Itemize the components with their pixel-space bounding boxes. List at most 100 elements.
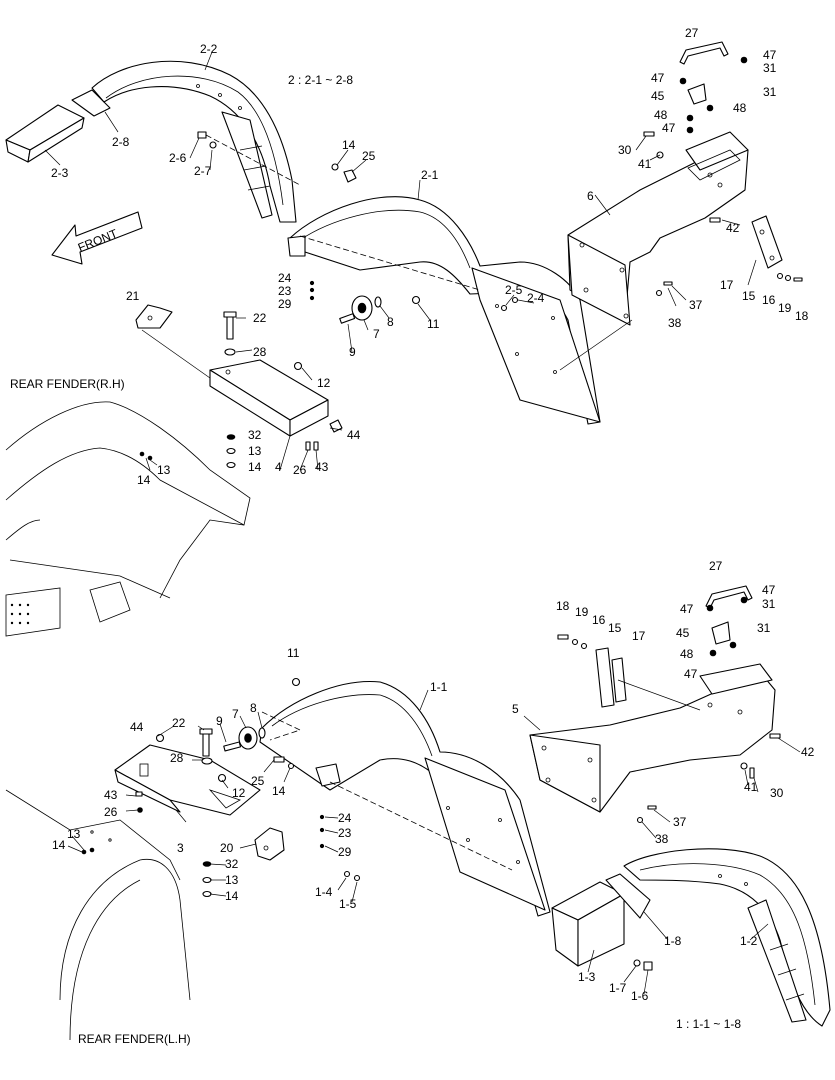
rh-title: REAR FENDER(R.H) [10, 377, 125, 391]
label-12: 12 [317, 376, 331, 390]
label-48-b: 48 [733, 101, 747, 115]
label-14-top: 14 [342, 138, 356, 152]
bolt-9-lh [223, 741, 242, 752]
washer-23 [309, 287, 315, 293]
label-11: 11 [427, 317, 440, 331]
label-lh-47-a: 47 [762, 583, 776, 597]
label-2-7: 2-7 [194, 164, 212, 178]
label-22: 22 [253, 311, 267, 325]
nut-47-lh-c [729, 641, 737, 649]
bolt-14-stack [226, 461, 236, 469]
label-29: 29 [278, 297, 292, 311]
label-lh-23: 23 [338, 826, 352, 840]
plug-44-lh [155, 733, 165, 743]
bolt-26 [305, 441, 311, 451]
block-15 [595, 647, 615, 708]
washer-48-b [706, 104, 714, 112]
nut-47-a [740, 56, 748, 64]
label-1-2: 1-2 [740, 934, 758, 948]
washer-16 [776, 272, 784, 280]
bolt-12 [293, 361, 303, 371]
washer-38 [655, 289, 663, 297]
label-7: 7 [373, 327, 380, 341]
label-30: 30 [618, 143, 632, 157]
rh-labels: 2-2 2-8 2-3 2-6 2-7 2 : 2-1 ~ 2-8 14 25 … [10, 26, 809, 487]
label-lh-19: 19 [575, 605, 589, 619]
label-25: 25 [362, 149, 376, 163]
nut-11 [411, 295, 421, 305]
tractor-body-rh [5, 401, 251, 637]
nut-14-top [331, 163, 339, 171]
part-2-2-extension [91, 60, 297, 223]
label-lh-44: 44 [130, 720, 144, 734]
label-26: 26 [293, 463, 307, 477]
label-lh-13-a: 13 [67, 827, 81, 841]
rh-assembly: FRONT [5, 41, 803, 637]
label-lh-11: 11 [287, 646, 300, 660]
lh-assembly [5, 585, 831, 1041]
label-lh-14-a: 14 [272, 784, 286, 798]
bolt-30-lh [749, 767, 755, 779]
bolt-42-lh [769, 733, 781, 739]
bolt-43-lh [135, 791, 143, 797]
label-lh-30: 30 [770, 786, 784, 800]
bolt-22-lh [199, 728, 213, 757]
part-5-mount-bracket [529, 663, 776, 813]
part-3-support [114, 744, 261, 816]
label-2-5: 2-5 [505, 283, 523, 297]
bolt-37-lh [647, 805, 657, 810]
label-6: 6 [587, 189, 594, 203]
label-28: 28 [253, 345, 267, 359]
part-2-3-cover [5, 104, 85, 163]
washer-2-7 [209, 141, 217, 149]
label-18: 18 [795, 309, 809, 323]
tractor-body-lh [5, 789, 191, 1041]
bolt-24 [309, 280, 315, 286]
roller-7 [351, 295, 373, 321]
label-lh-5: 5 [512, 702, 519, 716]
label-lh-20: 20 [220, 841, 234, 855]
part-1-1-main-fender [259, 680, 551, 917]
bolt-37 [663, 281, 673, 286]
label-48-a: 48 [654, 108, 668, 122]
nut-43 [313, 441, 319, 451]
label-31-a: 31 [763, 61, 777, 75]
nut-47-b [679, 77, 687, 85]
label-lh-7: 7 [232, 707, 239, 721]
label-lh-41: 41 [744, 780, 758, 794]
lh-labels: 27 47 31 47 45 31 48 47 18 19 16 15 17 1… [52, 559, 815, 1046]
label-1-4: 1-4 [315, 885, 333, 899]
label-23: 23 [278, 284, 292, 298]
label-37: 37 [689, 298, 703, 312]
washer-28 [224, 348, 236, 356]
label-lh-25: 25 [251, 774, 265, 788]
label-42: 42 [726, 221, 740, 235]
rh-range-caption: 2 : 2-1 ~ 2-8 [288, 73, 353, 87]
label-lh-31-b: 31 [757, 621, 771, 635]
part-2-8-strip [71, 89, 111, 117]
label-43: 43 [315, 460, 329, 474]
part-1-3-cover [551, 881, 625, 967]
label-lh-38: 38 [655, 832, 669, 846]
lh-range-caption: 1 : 1-1 ~ 1-8 [676, 1017, 741, 1031]
washer-1-5 [353, 874, 361, 882]
washer-13-stack [226, 447, 236, 455]
nut-1-4 [343, 870, 351, 878]
label-lh-27: 27 [709, 559, 723, 573]
washer-13-lh [202, 876, 212, 884]
label-2-8: 2-8 [112, 135, 130, 149]
label-lh-45: 45 [676, 626, 690, 640]
roller-7-lh [238, 726, 258, 750]
label-21: 21 [126, 289, 140, 303]
bolt-22 [223, 311, 237, 340]
part-1-2-extension [623, 848, 831, 1027]
bolt-9 [339, 313, 356, 324]
label-44: 44 [347, 428, 361, 442]
nut-26-lh [137, 807, 143, 813]
label-lh-9: 9 [216, 714, 223, 728]
plug-44 [329, 419, 343, 433]
plug-25 [343, 169, 357, 183]
washer-8 [374, 296, 382, 308]
nut-29-lh [319, 843, 325, 849]
